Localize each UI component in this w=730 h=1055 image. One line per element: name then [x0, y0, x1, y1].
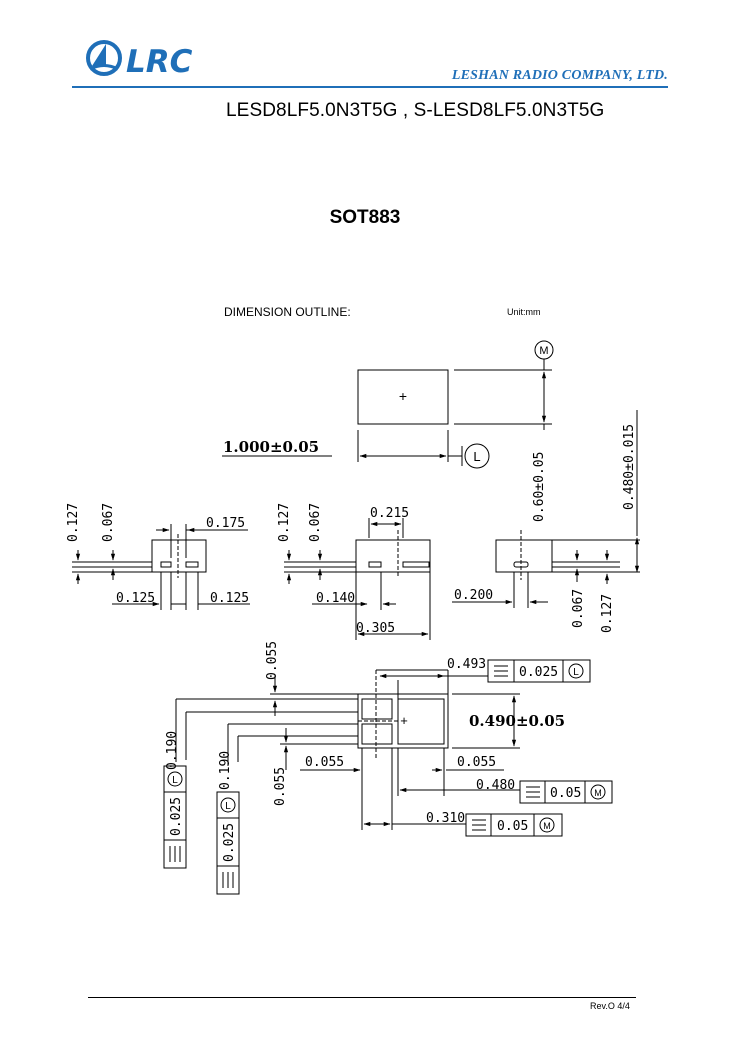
dimension-outline-label: DIMENSION OUTLINE: [224, 305, 351, 319]
dim-0493: 0.493 [447, 657, 486, 672]
middle-width-dim: 0.215 [370, 506, 409, 521]
body-length-dim: 1.000±0.05 [223, 438, 319, 456]
svg-text:L: L [225, 801, 231, 812]
tol-005-b: 0.05 [497, 819, 528, 834]
bottom-view: + 0.493 0.025 L 0.055 0.490±0.05 [163, 641, 613, 895]
svg-text:M: M [543, 821, 551, 831]
tol-frame-0025-left2 [216, 791, 240, 895]
right-h2-dim: 0.067 [571, 589, 586, 628]
logo-ring-icon [86, 40, 122, 76]
tol-005-a: 0.05 [550, 786, 581, 801]
header-divider [72, 86, 668, 88]
tol-frame-0025-top [487, 659, 591, 683]
datum-m-symbol: M [539, 345, 548, 357]
middle-h2-dim: 0.067 [308, 503, 323, 542]
dim-0055-right: 0.055 [457, 755, 496, 770]
top-view-body [357, 369, 449, 425]
left-h1-dim: 0.127 [66, 503, 81, 542]
package-title: SOT883 [329, 207, 401, 228]
left-view-body [151, 539, 207, 573]
overall-height-dim: 0.480±0.015 [622, 424, 637, 510]
dim-0310: 0.310 [426, 811, 465, 826]
svg-text:L: L [573, 667, 579, 678]
dim-0055-vertical: 0.055 [273, 767, 288, 806]
tol-0025-top: 0.025 [519, 665, 558, 680]
middle-h1-dim: 0.127 [277, 503, 292, 542]
body-width-dim: 0.60±0.05 [532, 452, 547, 522]
svg-text:L: L [172, 775, 178, 786]
left-h2-dim: 0.067 [101, 503, 116, 542]
tol-frame-005-a [519, 780, 613, 804]
right-pad-dim: 0.200 [454, 588, 493, 603]
dim-0055-top: 0.055 [265, 641, 280, 680]
dim-0480: 0.480 [476, 778, 515, 793]
company-name: LESHAN RADIO COMPANY, LTD. [451, 68, 668, 83]
tol-0025-left: 0.025 [169, 797, 184, 836]
datum-l-symbol: L [473, 449, 480, 464]
right-h1-dim: 0.127 [600, 594, 615, 633]
logo-sail-icon [92, 44, 106, 66]
middle-span-dim: 0.305 [356, 621, 395, 636]
left-pad-gap-dim: 0.175 [206, 516, 245, 531]
right-side-view: 0.067 0.127 0.200 [452, 530, 640, 633]
middle-view-body [355, 539, 431, 573]
dim-0190-b: 0.190 [218, 751, 233, 790]
lrc-logo: LRC [84, 36, 214, 82]
part-number-title: LESD8LF5.0N3T5G , S-LESD8LF5.0N3T5G [226, 100, 605, 121]
footer-divider [88, 997, 636, 998]
top-view: + 1.000±0.05 L M 0.60±0.05 0.480±0.01 [222, 340, 640, 573]
middle-pad-dim: 0.140 [316, 591, 355, 606]
revision-label: Rev.O 4/4 [590, 1001, 630, 1011]
dim-0055-left: 0.055 [305, 755, 344, 770]
left-side-view: 0.127 0.067 0.175 0.125 0.125 [66, 503, 250, 610]
left-pad-r-dim: 0.125 [210, 591, 249, 606]
tol-frame-005-b [465, 813, 563, 837]
middle-side-view: 0.127 0.067 0.215 0.140 0.305 [277, 503, 431, 640]
dim-0190-a: 0.190 [165, 731, 180, 770]
tol-0025-left2: 0.025 [222, 823, 237, 862]
bottom-height-dim: 0.490±0.05 [469, 712, 565, 730]
dimension-drawing: + 1.000±0.05 L M 0.60±0.05 0.480±0.01 [66, 340, 640, 895]
tol-frame-0025-left [163, 765, 187, 869]
left-pad-l-dim: 0.125 [116, 591, 155, 606]
bottom-center-mark: + [400, 713, 408, 728]
right-view-body [495, 539, 553, 573]
svg-text:M: M [594, 788, 602, 798]
unit-label: Unit:mm [507, 307, 541, 317]
top-view-center-mark: + [399, 388, 407, 404]
logo-text: LRC [126, 44, 193, 80]
